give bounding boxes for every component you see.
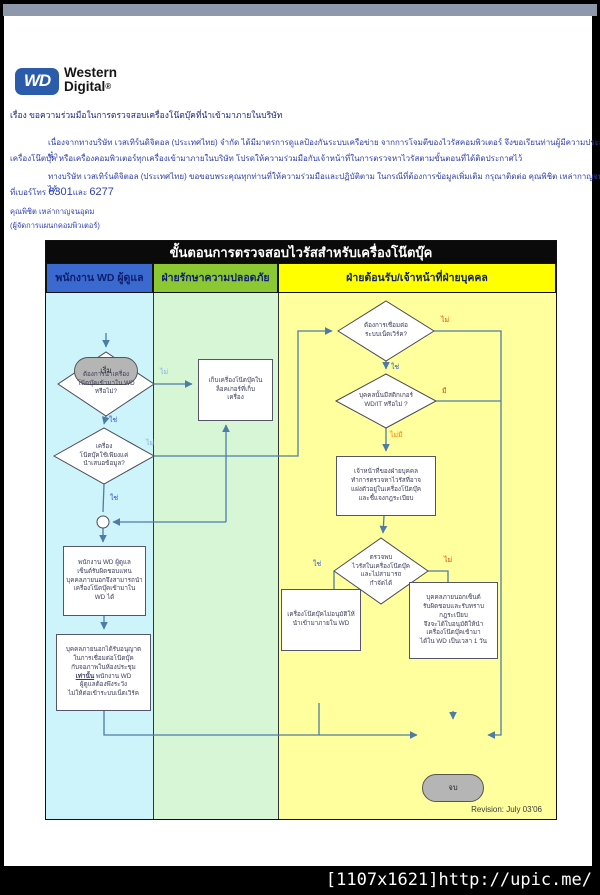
lane-header-wd-employee: พนักงาน WD ผู้ดูแล: [46, 263, 153, 293]
letter-paragraph1-line2: เครื่องโน๊ตบุ๊ค หรือเครื่องคอมพิวเตอร์ทุ…: [10, 154, 523, 163]
decision-presentation-only-label: เครื่อง โน๊ตบุ๊คใช้เพียงแค่ นำเสนอข้อมูล…: [79, 443, 129, 467]
edge-label-y3-no: ไม่: [444, 557, 453, 564]
edge-label-d1-no: ไม่: [160, 369, 169, 376]
decision-has-sticker-label: บุคคลนั้นมีสติกเกอร์ WD/IT หรือไม่ ?: [359, 392, 413, 408]
edge-label-y2-none: ไม่มี: [390, 432, 403, 439]
edge-label-y1-no: ไม่: [441, 317, 450, 324]
start-node: เริ่ม: [74, 357, 138, 385]
edge-label-y3-yes: ใช่: [313, 561, 322, 568]
brand-name: Western Digital®: [64, 66, 117, 94]
decision-virus-found: [333, 537, 429, 605]
phone-and: และ: [72, 188, 90, 197]
end-node: จบ: [422, 774, 484, 802]
edge-label-y2-has: มี: [442, 388, 447, 395]
phone-prefix: ที่เบอร์โทร: [10, 188, 49, 197]
edge-label-y1-yes: ใช่: [391, 364, 400, 371]
lane-header-security: ฝ่ายรักษาความปลอดภัย: [153, 263, 278, 293]
decision-virus-found-label: ตรวจพบ ไวรัสในเครื่องโน๊ตบุ๊ค และไม่สามา…: [352, 554, 410, 587]
document-page: WD Western Digital® เรื่อง ขอความร่วมมือ…: [4, 16, 600, 866]
phone-number-2: 6277: [89, 186, 114, 198]
connector-circle: [96, 515, 110, 529]
letter-paragraph1-line1: เนื่องจากทางบริษัท เวสเทิร์นดิจิตอล (ประ…: [48, 138, 600, 160]
brand-line2: Digital: [64, 79, 106, 94]
permit-emphasis: เท่านั้น: [75, 672, 95, 680]
signature-title: (ผู้จัดการแผนกคอมพิวเตอร์): [10, 221, 100, 230]
brand-line1: Western: [64, 65, 118, 80]
decision-bring-notebook-label: ต้องการนำเครื่อง โน๊ตบุ๊คเข้ามาใน WD หรื…: [77, 371, 135, 395]
lane-header-reception-hr: ฝ่ายต้อนรับ/เจ้าหน้าที่ฝ่ายบุคคล: [278, 263, 556, 293]
watermark-bar: [1107x1621]http://upic.me/: [0, 866, 600, 895]
revision-note: Revision: July 03'06: [471, 805, 542, 814]
flowchart: ขั้นตอนการตรวจสอบไวรัสสำหรับเครื่องโน๊ตบ…: [45, 240, 557, 820]
registered-mark: ®: [105, 82, 112, 91]
process-projector-only: บุคคลภายนอกได้รับอนุญาต ในการเชื่อมต่อโน…: [56, 634, 151, 711]
decision-has-sticker: [334, 373, 438, 429]
watermark-text: [1107x1621]http://upic.me/: [325, 870, 592, 890]
edge-label-d2-no: ไม่: [146, 440, 155, 447]
wd-logo-icon: WD: [15, 68, 59, 95]
phone-number-1: 6301: [48, 186, 73, 198]
process-employee-signs: พนักงาน WD ผู้ดูแล เซ็นต์รับผิดชอบแทน บุ…: [63, 546, 146, 616]
process-approve-one-day: บุคคลภายนอกเซ็นต์ รับผิดชอบและรับทราบ กฎ…: [409, 582, 498, 659]
decision-presentation-only: [52, 427, 156, 485]
decision-need-network-label: ต้องการเชื่อมต่อ ระบบเน็ตเวิร์ค?: [364, 322, 408, 338]
signature-name: คุณพิชิต เหล่ากาญจนอุดม: [10, 207, 95, 216]
process-deny-entry: เครื่องโน๊ตบุ๊คไม่อนุมัติให้ นำเข้ามาภาย…: [281, 589, 361, 651]
letter-subject: เรื่อง ขอความร่วมมือในการตรวจสอบเครื่องโ…: [10, 110, 283, 120]
process-hr-virus-scan: เจ้าหน้าที่ของฝ่ายบุคคล ทำการตรวจหาไวรัส…: [336, 456, 436, 516]
process-keep-in-locker: เก็บเครื่องโน๊ตบุ๊คใน ล็อคเกอร์ที่เก็บ เ…: [198, 359, 273, 421]
edge-label-d2-yes: ใช่: [110, 495, 119, 502]
letter-paragraph2-line1: ทางบริษัท เวสเทิร์นดิจิตอล (ประเทศไทย) ข…: [48, 172, 600, 194]
edge-label-d1-yes: ใช่: [109, 417, 118, 424]
viewer-top-band: [3, 4, 597, 16]
flowchart-title: ขั้นตอนการตรวจสอบไวรัสสำหรับเครื่องโน๊ตบ…: [46, 241, 556, 263]
letter-phone-line: ที่เบอร์โทร 6301และ 6277: [10, 186, 588, 199]
decision-need-network: [337, 300, 435, 362]
